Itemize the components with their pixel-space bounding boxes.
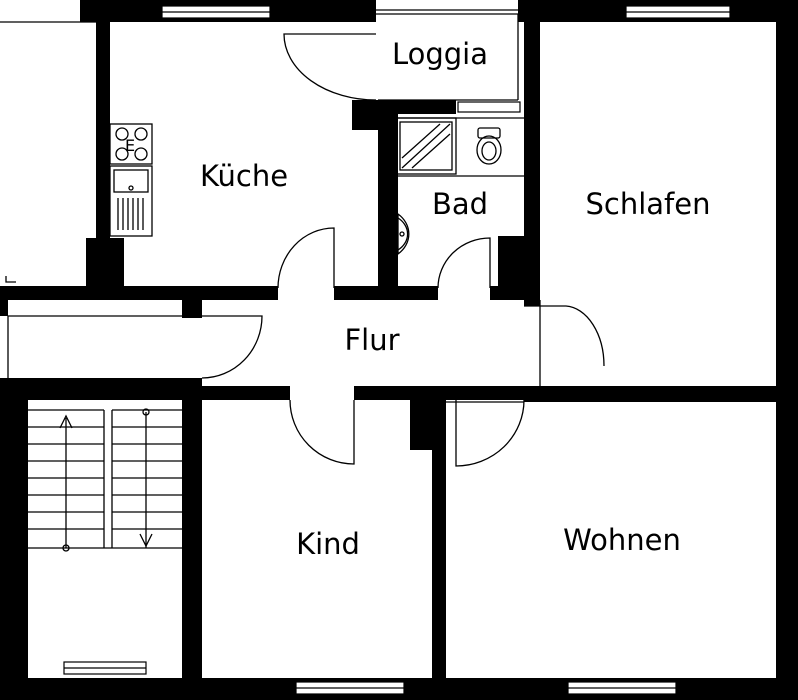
loggia-area: [376, 9, 519, 101]
kitchen-sink: [109, 165, 153, 237]
room-label-wohnen: Wohnen: [563, 523, 681, 557]
room-label-bad: Bad: [432, 187, 488, 221]
window-schlafen: [625, 5, 731, 19]
stove-label: E: [125, 136, 135, 155]
bath-details: [396, 117, 524, 177]
outside-left: [0, 21, 96, 283]
staircase: [7, 315, 182, 552]
shower-tray: [395, 117, 457, 175]
room-label-loggia: Loggia: [392, 37, 488, 71]
washbasin: [397, 212, 410, 256]
window-kueche: [161, 5, 271, 19]
room-label-flur: Flur: [344, 323, 399, 357]
window-staircase: [63, 661, 147, 675]
windows: [63, 5, 731, 695]
room-label-schlafen: Schlafen: [586, 187, 711, 221]
room-label-kind: Kind: [296, 527, 360, 561]
room-label-kueche: Küche: [200, 159, 288, 193]
window-kind: [295, 681, 405, 695]
stove: E: [109, 123, 153, 165]
toilet: [476, 127, 502, 165]
window-wohnen: [567, 681, 677, 695]
window-bad: [457, 101, 521, 113]
doors: [201, 33, 605, 467]
